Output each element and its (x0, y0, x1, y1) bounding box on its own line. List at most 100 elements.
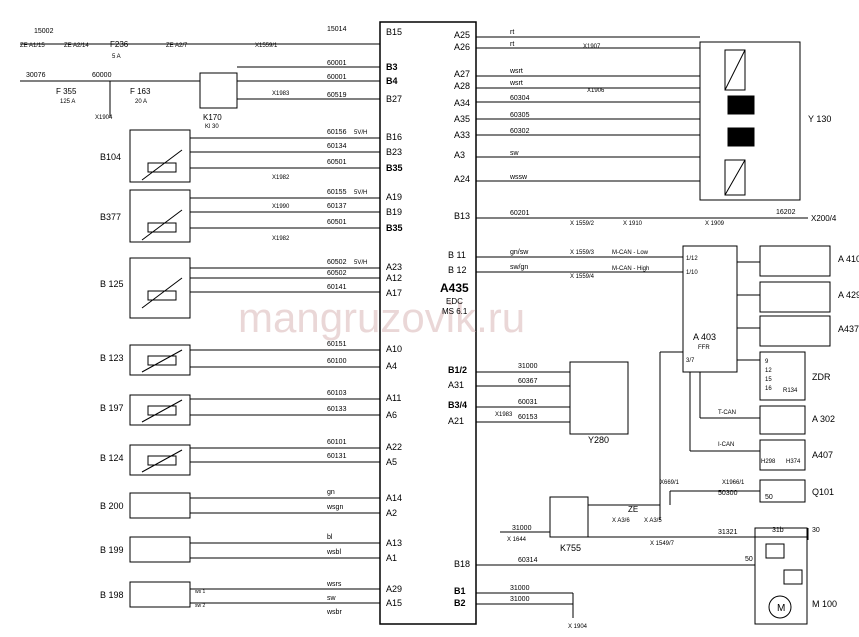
wire-label: 50300 (718, 490, 738, 497)
pin-label: 9 (765, 359, 769, 365)
fuse-label: F236 (110, 40, 129, 49)
pin-label: 50 (765, 494, 773, 501)
b200-box (129, 492, 191, 519)
component-label: M 100 (812, 599, 837, 609)
watermark-text: mangruzovik.ru (238, 294, 525, 341)
component-label: ZDR (812, 372, 831, 382)
ecu-sub2: MS 6.1 (442, 307, 468, 316)
volt-tag: 5V/H (354, 130, 367, 136)
lamp-label: H298 (761, 459, 776, 465)
ecu-pin-left: A10 (386, 344, 402, 354)
component-label: Y 130 (808, 114, 831, 124)
ecu-pin-left: A22 (386, 442, 402, 452)
wire-label-right: rt (510, 29, 514, 36)
ecu-pin-left: A6 (386, 410, 397, 420)
ecu-pin-left: A1 (386, 553, 397, 563)
ecu-pin-left: B27 (386, 94, 402, 104)
ze-label: ZE A1/15 (20, 43, 45, 49)
component-label: A437 (838, 324, 859, 334)
wire-label-right: 60314 (518, 557, 538, 564)
relay-k170-box (199, 72, 238, 109)
component-label: Q101 (812, 487, 834, 497)
connector-label: X1904 (95, 115, 113, 121)
wire-label-left: wsgn (326, 504, 343, 511)
wire-label-right: rt (510, 41, 514, 48)
b125-box (129, 257, 191, 319)
ecu-pin-right: A34 (454, 98, 470, 108)
b199-box (129, 536, 191, 563)
b123-box (129, 344, 191, 376)
connector-label: X1907 (583, 44, 601, 50)
fuse-rating: 125 A (60, 99, 75, 105)
b198-box (129, 581, 191, 608)
b104-box (129, 129, 191, 183)
wire-label-right: sw/gn (510, 264, 528, 271)
ecu-pin-right: A21 (448, 416, 464, 426)
pin-label: 15 (765, 377, 772, 383)
ecu-pin-right: A27 (454, 69, 470, 79)
wire-label-left: 60502 (327, 270, 347, 277)
pin-label: 30 (812, 527, 820, 534)
ecu-pin-right: B 12 (448, 265, 467, 275)
component-label: B377 (100, 212, 121, 222)
wire-label: 16202 (776, 209, 796, 216)
ecu-pin-right: A28 (454, 81, 470, 91)
wire-label-right: 60201 (510, 210, 530, 217)
ecu-pin-right: B1 (454, 586, 466, 596)
b377-box (129, 189, 191, 243)
volt-tag: 5V/H (354, 190, 367, 196)
component-label: B 197 (100, 403, 124, 413)
connector-label: X 1909 (705, 221, 725, 227)
pin-label: 31b (772, 527, 784, 534)
b124-box (129, 444, 191, 476)
ze-label: ZE A2/14 (64, 43, 89, 49)
ecu-pin-left: A4 (386, 361, 397, 371)
ecu-pin-left: A13 (386, 538, 402, 548)
ecu-pin-right: B2 (454, 598, 466, 608)
wire-label-left: 60100 (327, 358, 347, 365)
a429-box (759, 281, 831, 313)
connector-label: X669/1 (660, 480, 680, 486)
fuse-rating: 20 A (135, 99, 147, 105)
resistor-label: R134 (783, 388, 798, 394)
ecu-pin-left: A15 (386, 598, 402, 608)
component-label: B 198 (100, 590, 124, 600)
relay-label: K170 (203, 113, 222, 122)
wire-label-left: 60501 (327, 159, 347, 166)
ecu-pin-right: B 11 (448, 250, 466, 260)
connector-label: X 1559/4 (570, 274, 595, 280)
wire-label-right: 60305 (510, 112, 530, 119)
component-label: A 429 (838, 290, 859, 300)
connector-label: X 1904 (568, 624, 588, 630)
ecu-pin-left: A12 (386, 273, 402, 283)
y130-box (699, 41, 801, 201)
wire-label-right: sw (510, 150, 520, 157)
component-label: B 199 (100, 545, 124, 555)
ecu-pin-right: A33 (454, 130, 470, 140)
connector-label: X 1559/3 (570, 250, 595, 256)
ecu-pin-right: B13 (454, 211, 470, 221)
ecu-pin-right: A24 (454, 174, 470, 184)
connector-label: X 1549/7 (650, 541, 675, 547)
connector-label: X1983 (272, 91, 290, 97)
connector-label: X1990 (272, 204, 290, 210)
wire-label: 30076 (26, 72, 46, 79)
a407-box (759, 439, 806, 471)
bus-label: M-CAN - Low (612, 250, 649, 256)
pin-label: 1/12 (686, 256, 698, 262)
wire-label-left: 60519 (327, 92, 347, 99)
connector-label: X1559/1 (255, 43, 278, 49)
bus-label: M-CAN - High (612, 266, 649, 272)
m100-box (754, 527, 808, 625)
wire-label-left: 60103 (327, 390, 347, 397)
ecu-pin-right: A3 (454, 150, 465, 160)
ecu-pin-left: B23 (386, 147, 402, 157)
ecu-pin-right: B1/2 (448, 365, 467, 375)
component-label: B 200 (100, 501, 124, 511)
ecu-pin-right: B3/4 (448, 400, 467, 410)
relay-sub: Kl 30 (205, 124, 219, 130)
connector-label: X1982 (272, 175, 290, 181)
ecu-pin-left: A19 (386, 192, 402, 202)
wire-label-right: gn/sw (510, 249, 529, 256)
